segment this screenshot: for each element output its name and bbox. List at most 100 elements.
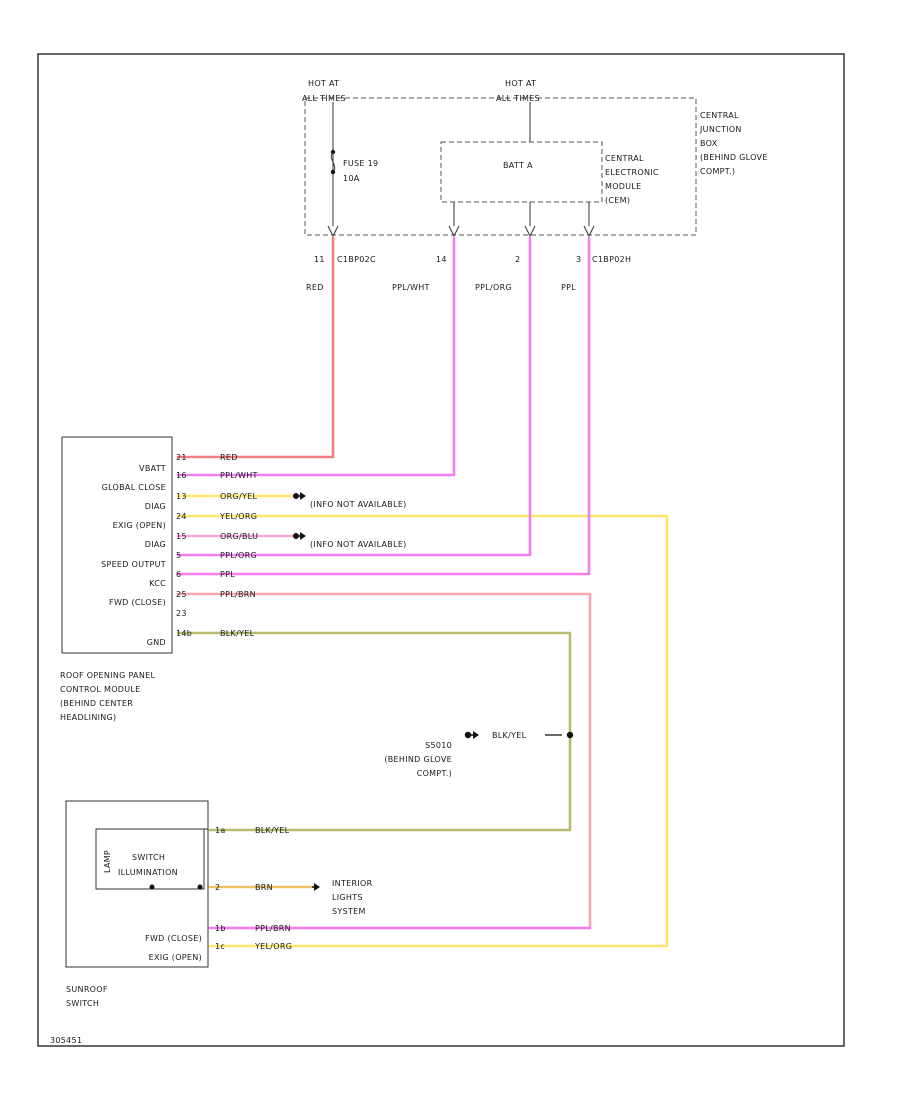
module-pin-number-0: 21 [176,453,187,462]
cjb-label-1: CENTRAL [700,111,739,120]
module-pin-name-4: DIAG [145,540,166,549]
module-pin-name-9: GND [147,638,166,647]
module-pin-name-7: FWD (CLOSE) [109,598,166,607]
switch-pin-number-3: 1c [215,942,225,951]
cem-label-3: MODULE [605,182,642,191]
splice-location-1: (BEHIND GLOVE [384,755,452,764]
module-pin-number-5: 5 [176,551,181,560]
splice-wire-label: BLK/YEL [492,731,527,740]
fuse-label-2: 10A [343,174,360,183]
hot-at-all-times-right-1: HOT AT [505,79,536,88]
module-label-1: ROOF OPENING PANEL [60,671,155,680]
connector-c1bp02h: C1BP02H [592,255,631,264]
hot-at-all-times-left-1: HOT AT [308,79,339,88]
switch-wire-label-0: BLK/YEL [255,826,290,835]
module-pin-number-8: 23 [176,609,187,618]
switch-pin-number-0: 1a [215,826,226,835]
fuse-label-1: FUSE 19 [343,159,378,168]
batt-a-label: BATT A [503,161,533,170]
hot-at-all-times-right-2: ALL TIMES [496,94,540,103]
switch-wire-label-2: PPL/BRN [255,924,291,933]
wire-label-ppl-wht: PPL/WHT [392,283,430,292]
sunroof-switch: LAMP SWITCH ILLUMINATION 1a 2 1b 1c BLK/… [65,800,292,1008]
wires [176,236,669,948]
switch-illum-1: SWITCH [132,853,165,862]
module-wire-label-0: RED [220,453,238,462]
module-pin-name-6: KCC [149,579,166,588]
switch-pin-name-3: EXIG (OPEN) [149,953,202,962]
module-pin-number-2: 13 [176,492,187,501]
module-pin-names: VBATT GLOBAL CLOSE DIAG EXIG (OPEN) DIAG… [101,464,166,647]
diagram-frame [37,53,845,1047]
info-not-available-1: (INFO NOT AVAILABLE) [293,492,407,509]
info-not-available-text-2: (INFO NOT AVAILABLE) [310,540,407,549]
connector-c1bp02c: C1BP02C [337,255,376,264]
switch-label-1: SUNROOF [66,985,108,994]
module-label-4: HEADLINING) [60,713,116,722]
module-box [61,436,173,654]
interior-lights-3: SYSTEM [332,907,366,916]
cjb-label-2: JUNCTION [699,125,742,134]
cem-dashed-outline [440,141,603,203]
module-wire-label-3: YEL/ORG [219,512,257,521]
module-wire-label-2: ORG/YEL [220,492,257,501]
module-pin-name-3: EXIG (OPEN) [113,521,166,530]
wire-blk-yel-module [176,631,572,832]
fuse-symbol [330,151,336,173]
hot-at-all-times-left-2: ALL TIMES [302,94,346,103]
switch-illum-2: ILLUMINATION [118,868,178,877]
info-not-available-text-1: (INFO NOT AVAILABLE) [310,500,407,509]
switch-pin-name-2: FWD (CLOSE) [145,934,202,943]
connector-terminals [327,225,595,238]
module-pin-number-9: 14b [176,629,192,638]
module-wire-label-1: PPL/WHT [220,471,258,480]
switch-illum-dot [149,884,155,890]
wire-red [176,236,335,459]
wire-label-ppl: PPL [561,283,576,292]
cjb-label-4: (BEHIND GLOVE [700,153,768,162]
module-pin-number-7: 25 [176,590,187,599]
cjb-label-3: BOX [700,139,718,148]
module-pin-number-4: 15 [176,532,187,541]
switch-wire-label-3: YEL/ORG [254,942,292,951]
interior-lights-system: INTERIOR LIGHTS SYSTEM [312,879,372,916]
interior-lights-arrow [314,883,320,891]
wire-label-ppl-org: PPL/ORG [475,283,512,292]
wire-yel-org [176,514,669,948]
switch-label-2: SWITCH [66,999,99,1008]
wire-ppl-org [176,236,532,557]
module-wire-label-7: PPL/BRN [220,590,256,599]
info-not-available-2: (INFO NOT AVAILABLE) [293,532,407,549]
splice-s5010: BLK/YEL S5010 (BEHIND GLOVE COMPT.) [384,731,574,778]
module-wire-label-6: PPL [220,570,235,579]
module-wire-labels: RED PPL/WHT ORG/YEL YEL/ORG ORG/BLU PPL/… [219,453,258,638]
wire-label-red: RED [306,283,324,292]
terminal-2 [524,225,536,238]
module-pin-name-2: DIAG [145,502,166,511]
module-wire-label-5: PPL/ORG [220,551,257,560]
roof-opening-panel-control-module: VBATT GLOBAL CLOSE DIAG EXIG (OPEN) DIAG… [60,436,192,722]
module-wire-label-9: BLK/YEL [220,629,255,638]
cem-label-1: CENTRAL [605,154,644,163]
module-pin-number-6: 6 [176,570,181,579]
terminal-3 [583,225,595,238]
wire-ppl-wht [176,236,456,477]
switch-illum-terminal [197,884,203,890]
pin-label-11: 11 [314,255,325,264]
wire-ppl [176,236,591,576]
interior-lights-2: LIGHTS [332,893,363,902]
splice-id: S5010 [425,741,452,750]
switch-illumination-box [95,828,205,890]
module-pin-numbers: 21 16 13 24 15 5 6 25 23 14b [176,453,192,638]
cem-label-4: (CEM) [605,196,630,205]
module-pin-name-0: VBATT [139,464,166,473]
lamp-label: LAMP [103,850,112,873]
splice-location-2: COMPT.) [417,769,452,778]
switch-wire-label-1: BRN [255,883,273,892]
module-label-3: (BEHIND CENTER [60,699,133,708]
pin-label-3: 3 [576,255,581,264]
module-pin-number-3: 24 [176,512,187,521]
switch-pin-number-2: 1b [215,924,226,933]
module-pin-name-1: GLOBAL CLOSE [102,483,166,492]
